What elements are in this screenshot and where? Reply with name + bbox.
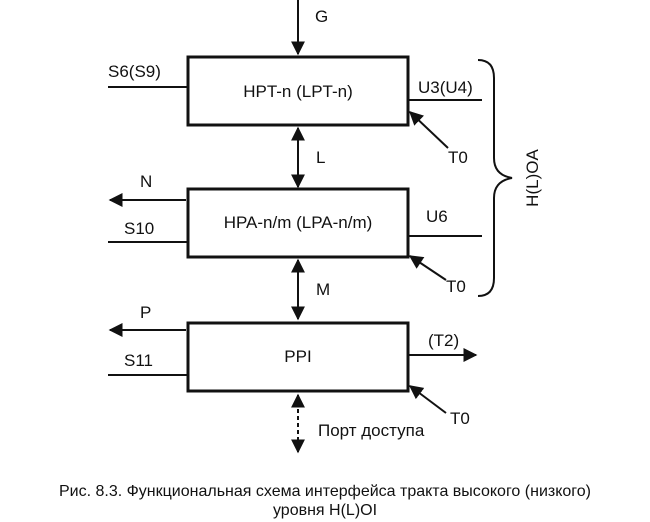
label-t0-bottom: T0 (450, 409, 470, 428)
block-hpa-label: HPA-n/m (LPA-n/m) (224, 213, 373, 232)
label-m: M (316, 280, 330, 299)
block-ppi-label: PPI (284, 347, 311, 366)
label-s6: S6(S9) (108, 62, 161, 81)
t0-mid-arrow (408, 255, 447, 281)
block-ppi (186, 321, 410, 393)
label-t0-mid: T0 (446, 277, 466, 296)
label-p: P (140, 303, 151, 322)
label-l: L (316, 148, 325, 167)
label-u3: U3(U4) (418, 78, 473, 97)
label-hloa: H(L)OA (523, 149, 542, 207)
label-u6: U6 (426, 207, 448, 226)
block-hpt-label: HPT-n (LPT-n) (243, 82, 353, 101)
block-hpa (186, 187, 410, 259)
label-g: G (315, 7, 328, 26)
label-s10: S10 (124, 219, 154, 238)
t0-bottom-arrow (408, 385, 447, 414)
block-hpt (186, 55, 410, 127)
label-t0-top: T0 (448, 148, 468, 167)
hloa-brace (477, 59, 513, 297)
figure-caption-line2: уровня H(L)OI (273, 502, 377, 519)
figure-caption-line1: Рис. 8.3. Функциональная схема интерфейс… (59, 483, 591, 500)
label-t2: (T2) (428, 331, 459, 350)
label-s11: S11 (124, 351, 153, 370)
t0-top-arrow (408, 111, 449, 149)
label-n: N (140, 172, 152, 191)
label-access-port: Порт доступа (318, 421, 425, 440)
